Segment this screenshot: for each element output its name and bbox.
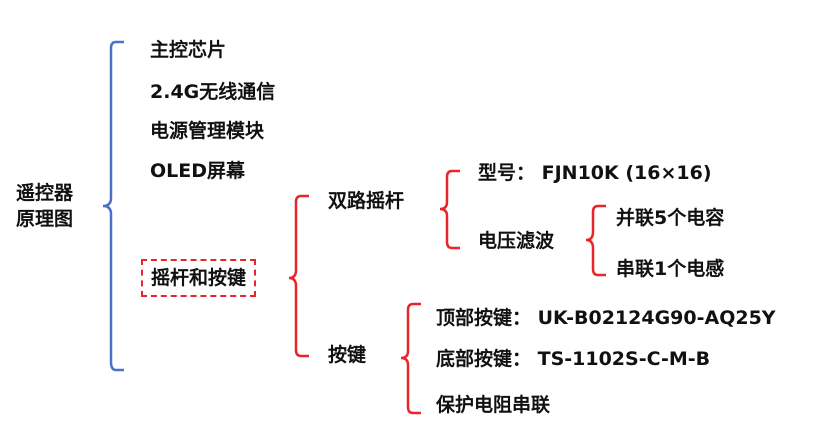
oled-node: OLED屏幕 — [150, 160, 246, 182]
voltage-filter-bracket — [585, 204, 606, 277]
keys-node: 按键 — [328, 344, 367, 366]
series-inductor-node: 串联1个电感 — [616, 258, 725, 280]
root-title-line1: 遥控器 — [16, 182, 74, 204]
keys-bracket — [400, 302, 421, 415]
power-module-node: 电源管理模块 — [150, 120, 265, 142]
voltage-filter-node: 电压滤波 — [478, 230, 555, 252]
parallel-caps-node: 并联5个电容 — [616, 207, 725, 229]
root-bracket — [102, 40, 124, 372]
wireless-node: 2.4G无线通信 — [150, 81, 276, 103]
dual-joystick-bracket — [439, 169, 460, 250]
joystick-keys-bracket — [288, 194, 309, 358]
bottom-keys-node: 底部按键： TS-1102S-C-M-B — [436, 348, 711, 370]
joystick-model-node: 型号： FJN10K (16×16) — [478, 162, 712, 184]
joystick-and-keys-node: 摇杆和按键 — [141, 259, 257, 297]
main-chip-node: 主控芯片 — [150, 39, 227, 61]
protect-resistor-node: 保护电阻串联 — [436, 394, 551, 416]
root-node: 遥控器 原理图 — [16, 180, 73, 232]
root-title-line2: 原理图 — [16, 208, 74, 230]
dual-joystick-node: 双路摇杆 — [328, 190, 405, 212]
top-keys-node: 顶部按键： UK-B02124G90-AQ25Y — [436, 307, 776, 329]
